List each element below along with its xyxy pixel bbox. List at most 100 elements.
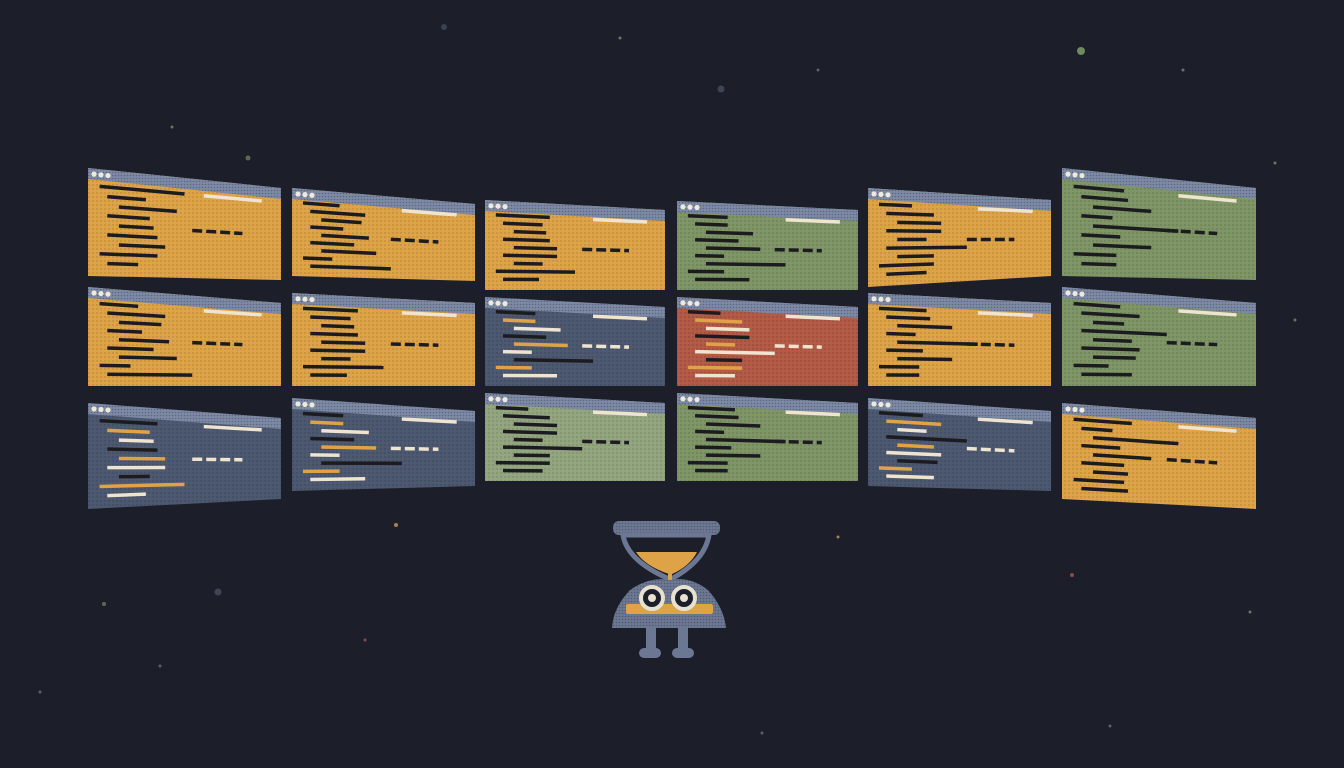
window-dot-icon	[1079, 172, 1085, 179]
code-line	[1166, 340, 1218, 347]
code-line	[99, 482, 185, 489]
code-line	[107, 328, 143, 334]
code-line	[321, 445, 377, 450]
code-line	[878, 202, 912, 208]
window-dot-icon	[694, 301, 700, 307]
window-dot-icon	[309, 296, 315, 303]
code-line	[774, 439, 822, 445]
code-line	[886, 348, 923, 353]
code-line	[1081, 194, 1129, 203]
code-line	[495, 269, 576, 274]
code-line	[886, 331, 916, 337]
code-line	[1092, 205, 1152, 214]
code-line	[513, 342, 568, 348]
code-line	[1081, 311, 1140, 319]
code-line	[495, 213, 550, 220]
code-line	[192, 340, 243, 347]
window-dot-icon	[502, 301, 508, 307]
code-line	[878, 262, 934, 268]
window-dot-icon	[1079, 291, 1085, 297]
code-line	[107, 492, 146, 498]
code-line	[99, 252, 158, 258]
code-line	[1166, 228, 1218, 236]
code-window-orange	[868, 293, 1051, 386]
window-dot-icon	[694, 204, 700, 211]
code-line	[502, 445, 583, 451]
code-line	[897, 340, 978, 346]
code-window-slate	[88, 403, 281, 509]
code-line	[1092, 243, 1152, 250]
code-line	[390, 446, 439, 452]
code-line	[886, 245, 967, 250]
code-line	[695, 349, 775, 356]
code-line	[878, 306, 927, 313]
code-line	[705, 437, 786, 444]
code-line	[1081, 443, 1121, 450]
code-line	[705, 342, 735, 347]
code-line	[107, 372, 193, 377]
code-line	[390, 342, 439, 347]
window-dot-icon	[495, 203, 501, 209]
code-line	[302, 201, 340, 208]
window-dot-icon	[885, 192, 891, 198]
star	[816, 68, 820, 72]
code-line	[582, 439, 630, 445]
code-line	[99, 418, 158, 426]
code-line	[99, 301, 139, 309]
code-line	[1081, 214, 1113, 220]
code-line	[192, 457, 243, 462]
window-dot-icon	[105, 172, 111, 179]
code-line	[107, 447, 158, 452]
code-line	[705, 422, 761, 428]
code-line	[705, 230, 754, 236]
star	[760, 731, 764, 735]
code-line	[1081, 261, 1117, 267]
code-line	[1092, 355, 1136, 360]
code-line	[118, 355, 177, 361]
window-dot-icon	[98, 406, 104, 413]
code-line	[695, 429, 725, 435]
code-window-green	[677, 393, 858, 481]
code-line	[886, 419, 942, 427]
code-line	[118, 224, 154, 230]
code-line	[302, 364, 384, 370]
code-line	[502, 429, 558, 435]
code-line	[1092, 470, 1129, 476]
code-line	[695, 253, 725, 258]
star	[158, 664, 162, 668]
code-line	[705, 453, 761, 458]
window-dot-icon	[680, 396, 686, 402]
code-line	[390, 237, 439, 244]
code-line	[1092, 337, 1132, 343]
window-dot-icon	[694, 397, 700, 403]
robot-right-leg	[678, 626, 688, 652]
star	[1108, 724, 1112, 728]
code-line	[401, 311, 457, 318]
code-line	[592, 410, 648, 417]
star	[836, 535, 840, 539]
window-dot-icon	[495, 300, 501, 306]
window-dot-icon	[687, 300, 693, 306]
code-line	[401, 417, 457, 424]
code-window-orange	[88, 287, 281, 386]
code-line	[310, 315, 351, 321]
window-dot-icon	[309, 192, 315, 198]
window-dot-icon	[302, 401, 308, 408]
code-line	[886, 229, 942, 234]
code-line	[107, 194, 147, 202]
window-dot-icon	[98, 290, 104, 297]
code-line	[1073, 417, 1132, 426]
code-line	[1092, 224, 1179, 233]
code-line	[695, 445, 732, 450]
code-line	[321, 218, 362, 225]
robot-right-foot	[672, 648, 694, 658]
code-line	[582, 344, 630, 349]
code-line	[705, 358, 743, 363]
code-line	[897, 323, 953, 330]
window-dot-icon	[1072, 172, 1078, 178]
code-line	[310, 331, 358, 337]
window-dot-icon	[295, 296, 301, 302]
window-dot-icon	[488, 203, 494, 209]
code-line	[1081, 233, 1121, 239]
code-line	[1092, 453, 1152, 461]
